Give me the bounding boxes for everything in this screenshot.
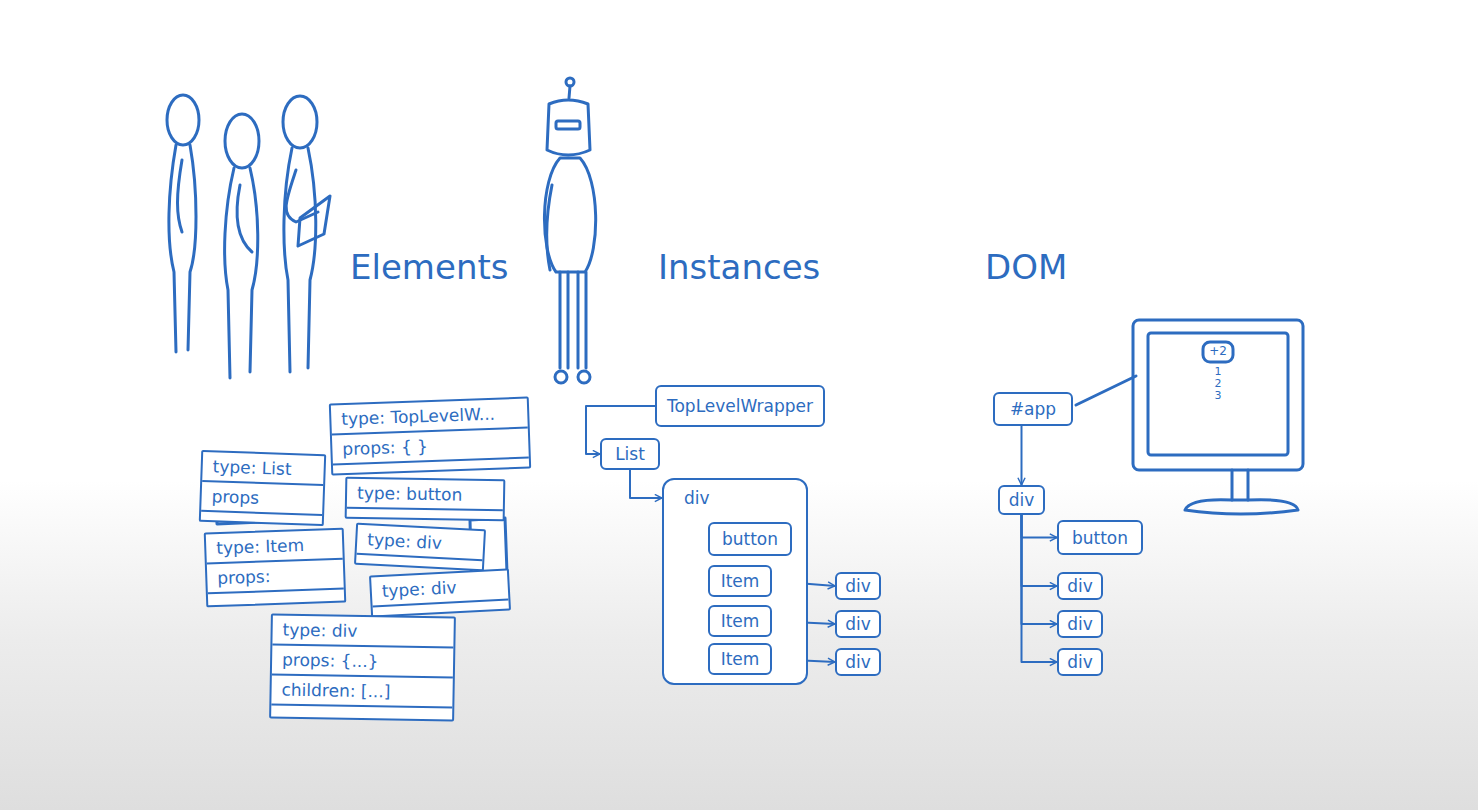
dom-box: div xyxy=(835,648,881,676)
screen-list-item: 3 xyxy=(1215,390,1222,402)
node-text: div xyxy=(1009,490,1035,510)
card-field: type: button xyxy=(347,479,503,512)
card-field: props: { } xyxy=(332,429,529,466)
instance-box: Item xyxy=(708,565,772,597)
instance-box: button xyxy=(708,522,792,556)
dom-box: button xyxy=(1057,520,1143,555)
element-card: type: div xyxy=(369,568,511,617)
node-text: List xyxy=(615,444,645,464)
dom-box: div xyxy=(835,610,881,638)
node-text: div xyxy=(1067,652,1093,672)
instance-box: TopLevelWrapper xyxy=(655,385,825,427)
column-heading: Elements xyxy=(350,250,508,285)
card-field: type: TopLevelW... xyxy=(331,399,528,436)
node-text: Item xyxy=(721,571,760,591)
element-card: type: Listprops xyxy=(199,450,326,526)
card-field: children: [...] xyxy=(271,675,452,708)
instance-group: divbuttonItemItemItem xyxy=(662,478,808,685)
connector-arrow xyxy=(1022,515,1058,662)
node-text: Item xyxy=(721,649,760,669)
column-heading: DOM xyxy=(985,250,1067,285)
dom-box: div xyxy=(1057,572,1103,600)
dom-box: div xyxy=(1057,610,1103,638)
instance-box: Item xyxy=(708,605,772,637)
dom-box: div xyxy=(835,572,881,600)
node-text: div xyxy=(1067,614,1093,634)
connector-arrow xyxy=(1021,426,1023,485)
card-field: type: div xyxy=(357,525,484,562)
card-field: type: List xyxy=(202,452,324,486)
card-field: props xyxy=(201,482,323,516)
connector-arrow xyxy=(1022,515,1058,538)
card-field: props: xyxy=(207,560,344,595)
node-text: div xyxy=(845,576,871,596)
card-field: type: div xyxy=(371,570,508,607)
dom-box: div xyxy=(998,485,1045,515)
connector-arrow xyxy=(1022,515,1058,586)
screen-list-item: 1 xyxy=(1215,366,1222,378)
node-text: div xyxy=(684,488,786,508)
element-card: type: TopLevelW...props: { } xyxy=(329,397,531,476)
connector-arrow xyxy=(630,470,662,498)
node-text: div xyxy=(845,614,871,634)
column-heading: Instances xyxy=(658,250,820,285)
screen-button-text: +2 xyxy=(1209,345,1227,358)
card-field: type: Item xyxy=(206,530,343,565)
element-card: type: button xyxy=(345,477,506,522)
element-card: type: div xyxy=(354,523,486,572)
node-text: button xyxy=(722,529,778,549)
dom-box: #app xyxy=(993,392,1073,426)
instance-box: List xyxy=(600,438,660,470)
node-text: #app xyxy=(1010,399,1056,419)
node-text: div xyxy=(845,652,871,672)
element-card: type: Itemprops: xyxy=(204,528,347,608)
node-text: button xyxy=(1072,528,1128,548)
node-text: div xyxy=(1067,576,1093,596)
connector-arrow xyxy=(1022,515,1058,624)
node-text: Item xyxy=(721,611,760,631)
card-field: type: div xyxy=(272,615,453,648)
card-field: props: {...} xyxy=(272,645,453,678)
element-card: type: divprops: {...}children: [...] xyxy=(269,613,456,721)
instance-box: Item xyxy=(708,643,772,675)
screen-list-item: 2 xyxy=(1215,378,1222,390)
dom-box: div xyxy=(1057,648,1103,676)
node-text: TopLevelWrapper xyxy=(667,396,813,416)
